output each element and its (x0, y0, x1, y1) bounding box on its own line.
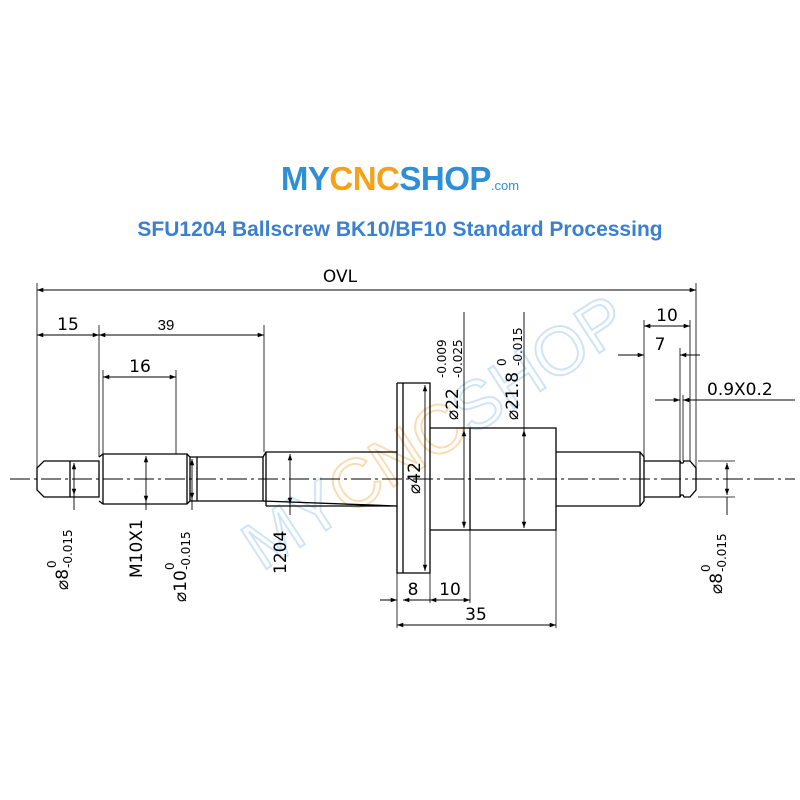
label-phi8-left-lower: -0.015 (61, 529, 75, 568)
label-ovl: OVL (323, 267, 358, 287)
label-m10x1: M10X1 (127, 519, 147, 578)
label-phi22-upper: -0.009 (435, 339, 449, 378)
label-phi21-8-upper: 0 (495, 358, 509, 366)
label-phi10-group: ⌀10 0 -0.015 (163, 531, 193, 602)
label-phi8-right-group: ⌀8 0 -0.015 (699, 533, 729, 594)
dimension-lines (37, 287, 795, 628)
logo-part-cnc: CNC (329, 160, 400, 197)
label-10-bottom: 10 (439, 580, 461, 600)
label-phi10-upper: 0 (163, 562, 177, 570)
logo-part-shop: SHOP (399, 160, 491, 197)
label-15: 15 (57, 315, 79, 335)
extension-lines (36, 283, 735, 628)
logo-part-my: MY (280, 160, 330, 197)
label-phi21-8-group: ⌀21.8 0 -0.015 (495, 327, 525, 420)
brand-logo: MYCNCSHOP.com (0, 160, 800, 198)
label-phi8-left-upper: 0 (45, 560, 59, 568)
label-chamfer: 0.9X0.2 (707, 380, 773, 400)
label-phi22-lower: -0.025 (451, 339, 465, 378)
label-10-top: 10 (656, 306, 678, 326)
label-phi8-right-upper: 0 (699, 564, 713, 572)
label-39: 39 (158, 317, 175, 334)
label-phi10: ⌀10 (171, 570, 191, 602)
watermark-part-shop: SHOP (438, 280, 641, 449)
label-8-flange: 8 (408, 580, 419, 600)
logo-suffix: .com (490, 178, 520, 193)
label-phi22-group: ⌀22 -0.009 -0.025 (435, 339, 465, 420)
label-phi42: ⌀42 (405, 462, 425, 494)
label-1204: 1204 (271, 531, 291, 574)
label-phi8-left: ⌀8 (53, 569, 73, 590)
label-phi22: ⌀22 (443, 388, 463, 420)
label-phi21-8-lower: -0.015 (511, 327, 525, 366)
label-35: 35 (465, 605, 487, 625)
label-7: 7 (655, 335, 666, 355)
page-title: SFU1204 Ballscrew BK10/BF10 Standard Pro… (137, 218, 663, 241)
label-phi8-right-lower: -0.015 (715, 533, 729, 572)
label-phi10-lower: -0.015 (179, 531, 193, 570)
label-phi8-right: ⌀8 (707, 573, 727, 594)
label-phi21-8: ⌀21.8 (503, 372, 523, 420)
label-16: 16 (129, 357, 151, 377)
label-phi8-left-group: ⌀8 0 -0.015 (45, 529, 75, 590)
